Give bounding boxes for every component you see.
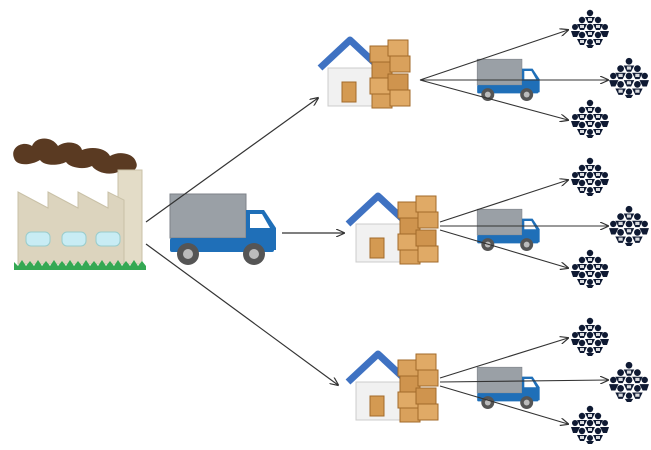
customer-crowd-icon-2a	[571, 157, 609, 196]
customer-crowd-icon-1b	[609, 57, 649, 98]
warehouse-icon-3	[348, 354, 438, 422]
warehouse-icon-1	[320, 40, 410, 108]
arrow-to-warehouse-3	[145, 243, 338, 385]
factory-to-warehouse-arrows	[145, 98, 344, 385]
customer-crowd-icon-3c	[571, 405, 609, 444]
factory-icon	[13, 138, 146, 270]
arrow-to-warehouse-1	[145, 98, 318, 223]
warehouse-3-fanout-arrows	[439, 338, 608, 424]
warehouse-1-fanout-arrows	[419, 30, 608, 120]
main-delivery-truck-icon	[169, 193, 277, 266]
customer-crowd-icon-1a	[571, 9, 609, 48]
warehouse-icon-2	[348, 196, 438, 264]
customer-crowd-icon-3b	[609, 361, 649, 402]
delivery-truck-icon-2	[476, 208, 540, 252]
delivery-truck-icon-3	[476, 366, 540, 410]
customer-crowd-icon-2c	[571, 249, 609, 288]
customer-crowd-icon-2b	[609, 205, 649, 246]
customer-crowd-icon-3a	[571, 317, 609, 356]
customer-crowd-icon-1c	[571, 99, 609, 138]
warehouse-2-fanout-arrows	[439, 180, 608, 268]
